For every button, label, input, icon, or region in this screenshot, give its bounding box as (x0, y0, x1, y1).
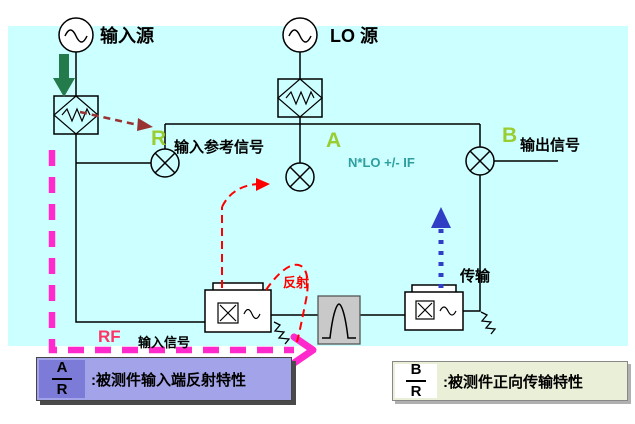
mixer-a-symbol (285, 162, 315, 192)
input-source-label: 输入源 (100, 25, 154, 46)
fraction-denominator: R (410, 383, 422, 400)
lo-if-note: N*LO +/- IF (348, 155, 415, 170)
lo-source-label: LO 源 (330, 25, 378, 46)
mixer-b-symbol (465, 146, 495, 176)
receiver-b-label: 输出信号 (520, 136, 580, 154)
if-filter-symbol (317, 295, 361, 345)
legend-reflection: A R :被测件输入端反射特性 (36, 357, 292, 401)
fraction-numerator: B (410, 361, 422, 379)
rf-input-label: 输入信号 (138, 335, 190, 350)
lo-attenuator-symbol (277, 78, 323, 118)
receiver-b-letter: B (502, 124, 517, 147)
input-signal-arrow (53, 54, 75, 97)
fraction-numerator: A (56, 359, 68, 377)
mixer-r-symbol (150, 148, 180, 178)
rf-label: RF (98, 327, 121, 346)
legend-reflection-text: :被测件输入端反射特性 (91, 371, 246, 389)
fraction-denominator: R (56, 381, 68, 398)
fraction-bar (406, 380, 426, 382)
fraction-b-over-r: B R (395, 361, 437, 400)
receiver-a-letter: A (326, 129, 341, 152)
transmission-label: 传输 (459, 267, 491, 285)
legend-transmission: B R :被测件正向传输特性 (392, 361, 628, 401)
receiver-r-letter: R (151, 127, 166, 150)
rf-path-arrow (48, 150, 317, 367)
dut-mixer-box (204, 282, 272, 333)
reflection-label: 反射 (283, 275, 309, 290)
signal-wires (75, 52, 558, 323)
reference-signal-arrow (79, 110, 153, 131)
input-source-symbol (58, 17, 94, 53)
legend-transmission-text: :被测件正向传输特性 (443, 373, 583, 391)
fraction-a-over-r: A R (39, 360, 85, 398)
fraction-bar (52, 378, 72, 380)
load-resistors (273, 311, 497, 345)
reference-mixer-box (404, 284, 464, 331)
lo-source-symbol (282, 17, 318, 53)
reflection-path-arrow (221, 178, 309, 343)
receiver-r-label: 输入参考信号 (174, 138, 264, 156)
transmission-path-arrow (431, 207, 451, 288)
